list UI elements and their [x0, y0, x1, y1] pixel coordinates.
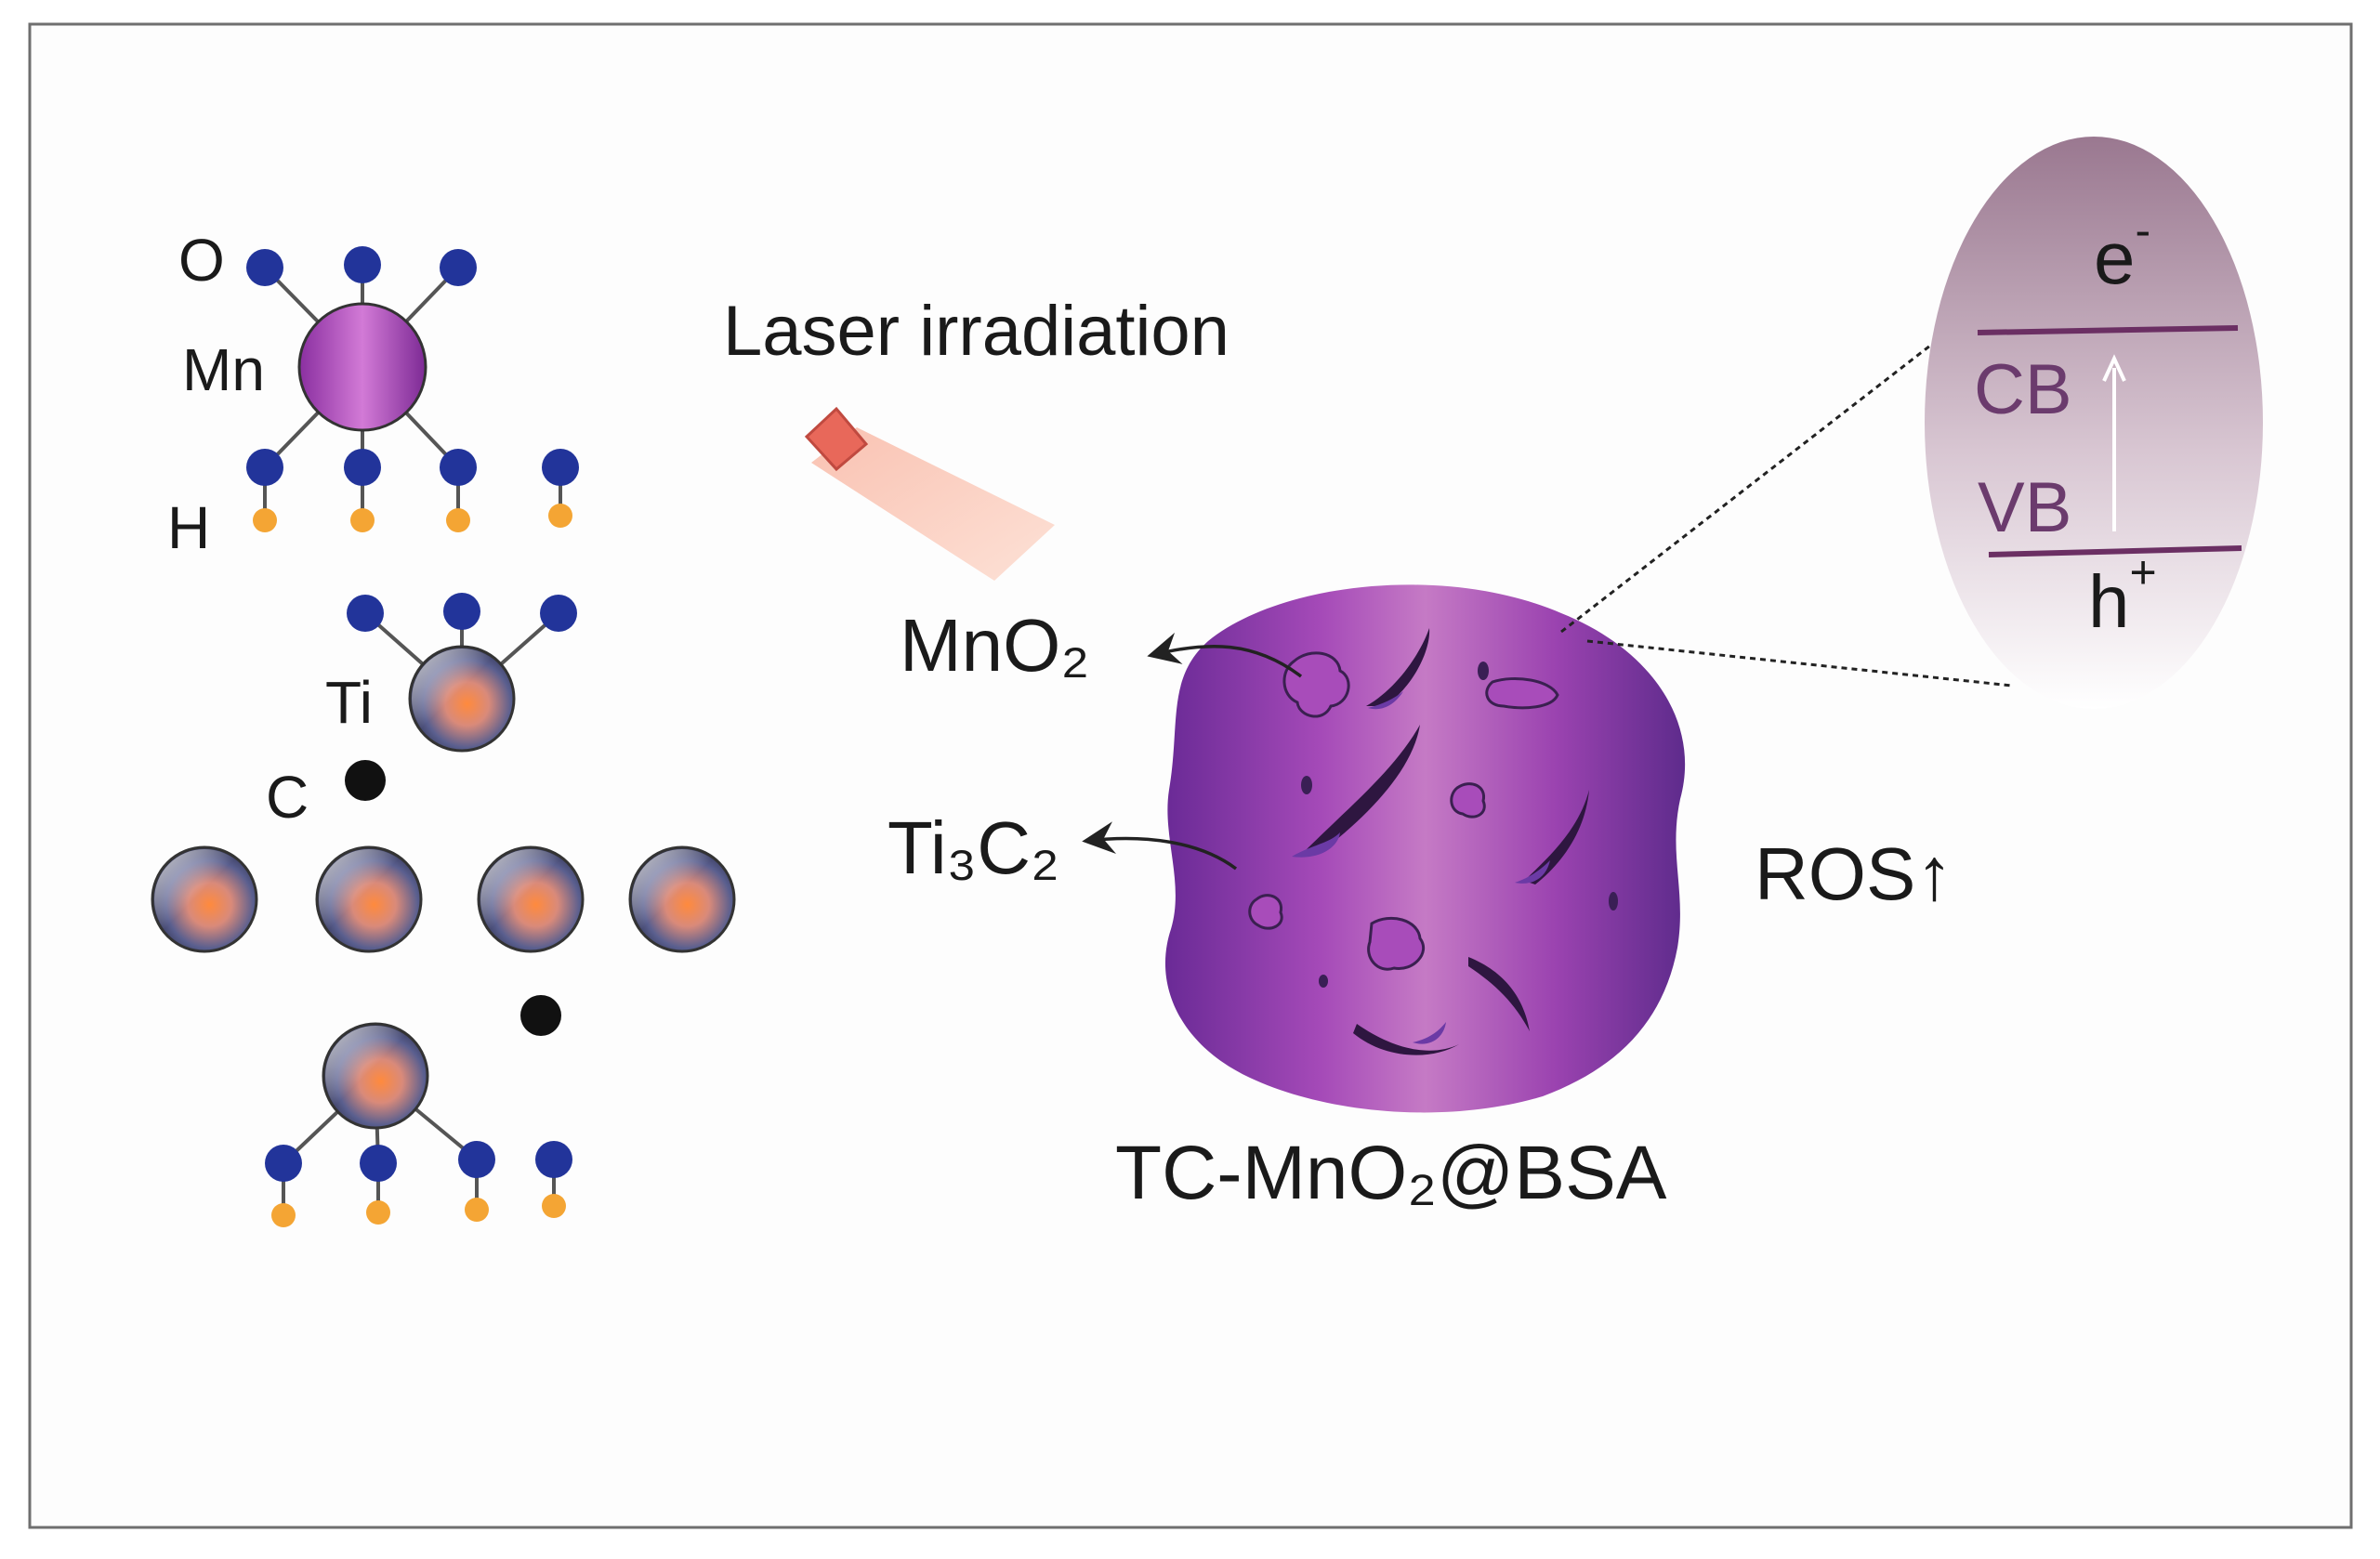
- hydrogen-atom: [542, 1194, 566, 1218]
- oxygen-atom: [535, 1141, 572, 1178]
- ti3c2-arrow: [1082, 821, 1238, 871]
- oxygen-atom: [440, 249, 477, 286]
- mno2-label: MnO₂: [900, 604, 1089, 687]
- hydrogen-atom: [446, 508, 470, 532]
- oxygen-atom: [246, 449, 283, 486]
- hydrogen-label: H: [167, 494, 210, 561]
- oxygen-atom: [347, 595, 384, 632]
- oxygen-atom: [540, 595, 577, 632]
- hydrogen-atom: [548, 504, 572, 528]
- mno2-arrow: [1147, 632, 1303, 678]
- oxygen-label: O: [178, 227, 225, 294]
- electron-superscript: -: [2136, 204, 2151, 256]
- oxygen-atom: [344, 246, 381, 283]
- oxygen-atom: [542, 449, 579, 486]
- oxygen-atom: [443, 593, 480, 630]
- hydrogen-atom: [271, 1203, 296, 1227]
- oxygen-atom: [246, 249, 283, 286]
- oxygen-atom: [458, 1141, 495, 1178]
- hole-label: h+: [2088, 546, 2157, 643]
- hydrogen-atom: [253, 508, 277, 532]
- oxygen-atom: [440, 449, 477, 486]
- particle-body: [1164, 584, 1686, 1113]
- hydrogen-atom: [465, 1198, 489, 1222]
- laser-tip: [804, 406, 869, 472]
- oxygen-atom: [360, 1145, 397, 1182]
- composite-label: TC-MnO₂@BSA: [1115, 1131, 1667, 1215]
- valence-band-label: VB: [1978, 468, 2071, 547]
- laser-beam: [811, 427, 1055, 581]
- ros-label: ROS↑: [1755, 832, 1953, 915]
- carbon-label: C: [266, 764, 309, 831]
- manganese-atom: [297, 302, 427, 432]
- zoom-ellipse: [1925, 137, 2263, 709]
- tc-mno2-bsa-particle: [1164, 584, 1686, 1113]
- laser-label: Laser irradiation: [723, 292, 1229, 371]
- hydrogen-atom: [350, 508, 375, 532]
- laser-pointer-icon: [804, 406, 1055, 581]
- carbon-atom: [520, 995, 561, 1036]
- oxygen-atom: [265, 1145, 302, 1182]
- conduction-band-label: CB: [1974, 350, 2072, 429]
- carbon-atom: [345, 760, 386, 801]
- manganese-label: Mn: [182, 336, 265, 403]
- up-arrow-icon: [2102, 354, 2126, 531]
- titanium-label: Ti: [325, 669, 373, 736]
- band-structure-inset: CB VB e- h+: [1560, 137, 2263, 709]
- hole-superscript: +: [2130, 546, 2157, 598]
- mxene-structure: O Mn H Ti C: [151, 227, 736, 1227]
- conduction-band-line: [1977, 325, 2239, 335]
- electron-label: e-: [2094, 204, 2150, 299]
- hydrogen-atom: [366, 1200, 390, 1225]
- ti3c2-label: Ti₃C₂: [888, 806, 1059, 889]
- oxygen-atom: [344, 449, 381, 486]
- valence-band-line: [1988, 545, 2242, 557]
